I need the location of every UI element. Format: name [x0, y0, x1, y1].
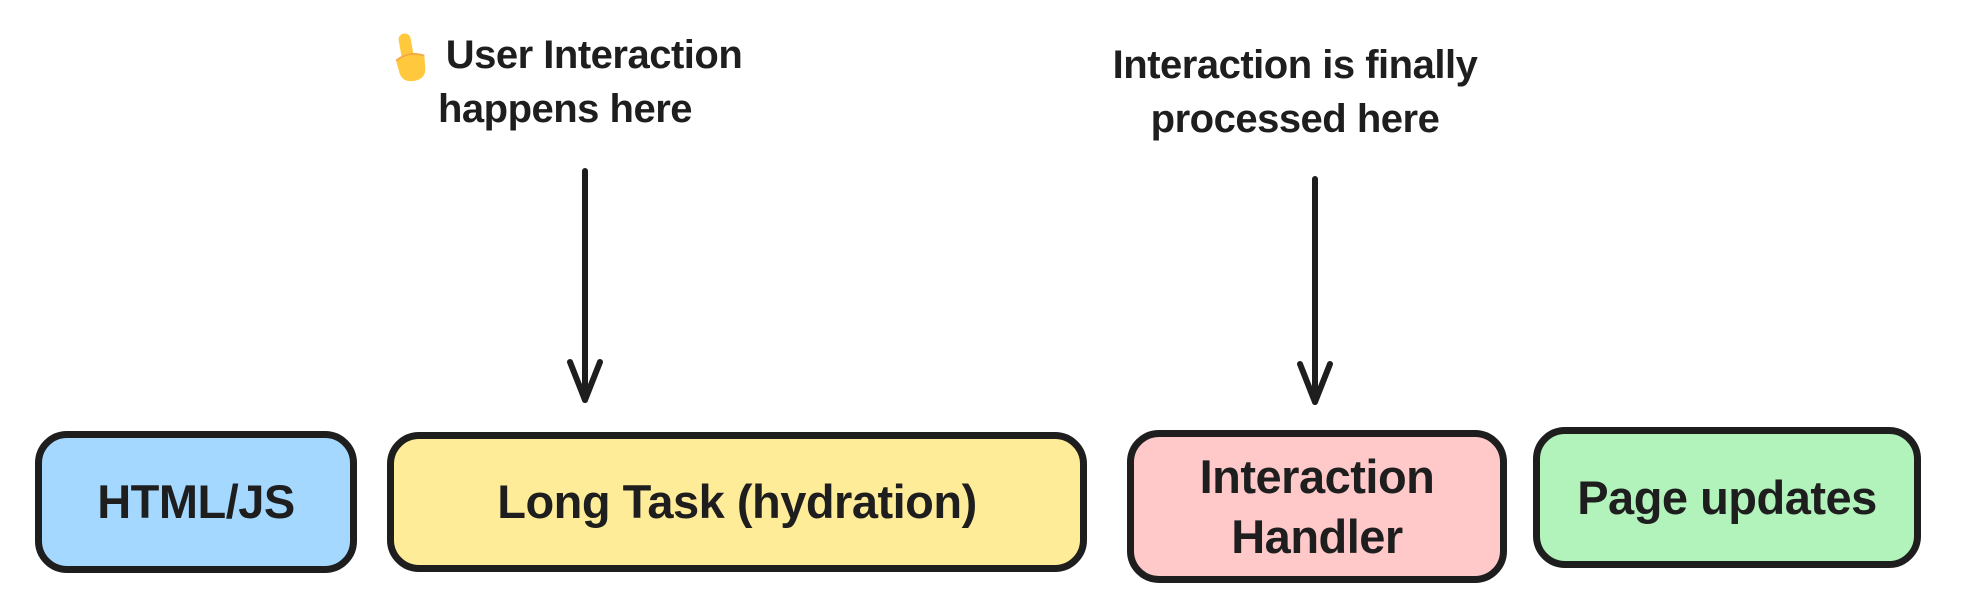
- node-page-updates-label: Page updates: [1577, 470, 1877, 524]
- annotation-user-interaction-text2: happens here: [437, 87, 693, 131]
- annotation-user-interaction-line1: User Interaction: [285, 28, 845, 82]
- annotation-processed-text2: processed here: [1150, 97, 1440, 141]
- backhand-index-pointing-up-icon: [388, 31, 432, 83]
- annotation-user-interaction-text: User Interaction: [445, 33, 743, 77]
- annotation-user-interaction: User Interaction happens here: [285, 28, 845, 136]
- node-interaction-handler: Interaction Handler: [1127, 430, 1507, 583]
- node-long-task: Long Task (hydration): [387, 432, 1087, 572]
- node-long-task-label: Long Task (hydration): [497, 475, 977, 528]
- node-html-js: HTML/JS: [35, 431, 357, 573]
- annotation-processed: Interaction is finally processed here: [1015, 38, 1575, 146]
- arrow-down-user-interaction-icon: [567, 168, 603, 403]
- annotation-processed-text: Interaction is finally: [1112, 43, 1478, 87]
- node-interaction-handler-label: Interaction Handler: [1199, 449, 1435, 563]
- node-html-js-label: HTML/JS: [97, 475, 295, 528]
- node-page-updates: Page updates: [1533, 427, 1921, 568]
- arrow-down-processed-icon: [1297, 176, 1333, 405]
